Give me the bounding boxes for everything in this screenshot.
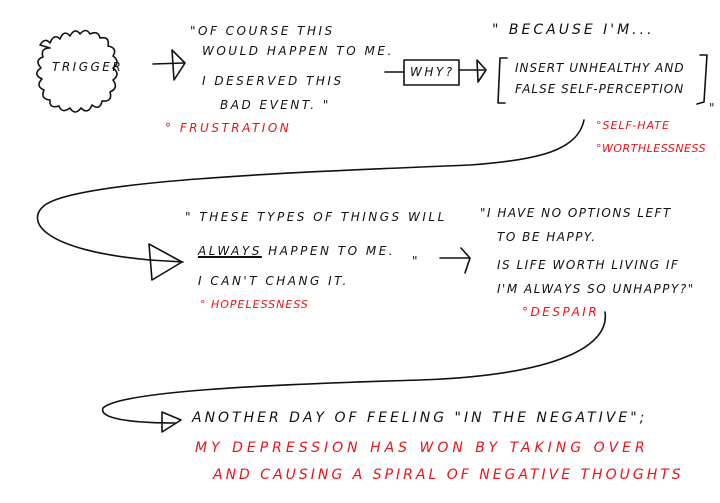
thought4-line: I'm always so unhappy?" bbox=[497, 282, 695, 296]
emotion-self-hate: °Self-hate bbox=[596, 119, 670, 132]
spiral-curve-1 bbox=[36, 119, 585, 261]
emotion-hopelessness: ° Hopelessness bbox=[200, 298, 309, 311]
open-quote: " bbox=[185, 210, 194, 224]
thought3-line: I can't chang it. bbox=[198, 274, 349, 288]
close-quote: " bbox=[709, 101, 718, 115]
thought4-line: "I have no options left bbox=[480, 206, 672, 220]
trigger-starburst bbox=[35, 29, 118, 113]
emotion-despair: °Despair bbox=[522, 305, 600, 319]
thought2-line: false self-perception bbox=[515, 82, 685, 96]
arrow-to-conclusion bbox=[161, 411, 182, 433]
emotion-frustration: ° Frustration bbox=[165, 121, 292, 135]
thought1-line: I deserved this bbox=[202, 74, 344, 88]
right-bracket bbox=[696, 54, 708, 105]
conclusion-red-line: and causing a spiral of negative thought… bbox=[213, 467, 684, 483]
spiral-curve-2 bbox=[102, 311, 607, 424]
thought1-line: "Of course this bbox=[190, 24, 335, 38]
conclusion-red-line: My depression has won by taking over bbox=[195, 440, 649, 456]
emphasis-always: Always bbox=[198, 244, 262, 258]
arrow-why-to-thought2 bbox=[458, 59, 487, 83]
thought1-line: bad event. " bbox=[220, 98, 331, 112]
thought1-line: would happen to me. bbox=[202, 44, 394, 58]
conclusion-line: Another day of feeling "in the negative"… bbox=[192, 410, 648, 426]
thought3-line: happen to me. bbox=[268, 244, 396, 258]
arrow-to-thought3 bbox=[148, 243, 184, 281]
left-bracket bbox=[497, 57, 508, 104]
thought2-intro: " Because I'm... bbox=[492, 22, 655, 38]
trigger-label: Trigger bbox=[52, 60, 124, 74]
emotion-worthlessness: °Worthlessness bbox=[596, 142, 707, 155]
thought3-line: These types of things will bbox=[199, 210, 447, 224]
thought2-line: Insert unhealthy and bbox=[515, 61, 685, 75]
arrow-trigger-to-thought1 bbox=[152, 49, 186, 81]
arrow-thought3-to-thought4 bbox=[439, 247, 471, 274]
close-quote: " bbox=[412, 254, 421, 268]
thought4-line: Is life worth living if bbox=[497, 258, 680, 272]
why-label: Why? bbox=[410, 65, 455, 79]
thought4-line: to be happy. bbox=[497, 230, 597, 244]
why-box bbox=[403, 59, 460, 86]
